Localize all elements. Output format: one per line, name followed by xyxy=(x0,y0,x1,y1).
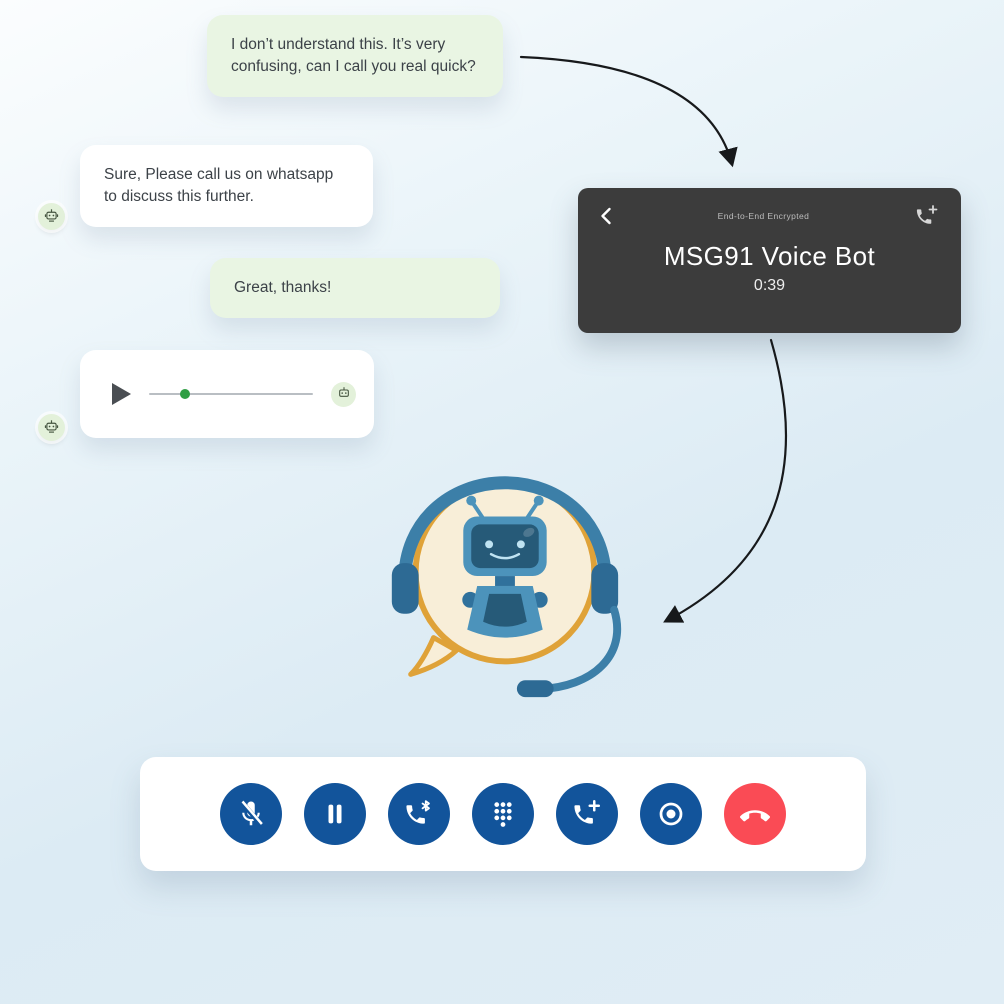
bot-avatar xyxy=(38,203,65,230)
dialpad-icon xyxy=(494,802,512,827)
dialpad-button[interactable] xyxy=(472,783,534,845)
chat-bubble-incoming: Sure, Please call us on whatsapp to disc… xyxy=(80,145,373,227)
audio-progress-dot[interactable] xyxy=(180,389,191,399)
add-call-button[interactable] xyxy=(556,783,618,845)
phone-add-icon xyxy=(574,799,600,824)
call-timer: 0:39 xyxy=(753,277,786,294)
bluetooth-audio-button[interactable] xyxy=(388,783,450,845)
voice-bot-illustration xyxy=(391,476,622,698)
arrow-to-robot xyxy=(663,338,788,623)
speech-bubble-tail xyxy=(408,635,459,677)
chat-message-text: Great, thanks! xyxy=(234,279,332,296)
pause-icon xyxy=(328,804,342,824)
robot-face-screen xyxy=(471,524,539,569)
audio-message-bubble xyxy=(80,350,374,438)
encryption-label: End-to-End Encrypted xyxy=(717,211,810,221)
robot-eye-left xyxy=(485,540,494,549)
chat-bubble-outgoing: Great, thanks! xyxy=(210,258,500,318)
chevron-left-icon xyxy=(601,207,611,225)
headphone-band xyxy=(398,476,612,587)
antenna-left xyxy=(471,502,485,520)
bot-avatar xyxy=(38,414,65,441)
robot-neck xyxy=(495,576,515,586)
mute-button[interactable] xyxy=(220,783,282,845)
headphone-cup-left xyxy=(391,563,419,614)
end-call-button[interactable] xyxy=(724,783,786,845)
record-button[interactable] xyxy=(640,783,702,845)
robot-smile xyxy=(489,552,521,560)
chat-message-text: Sure, Please call us on whatsapp to disc… xyxy=(104,166,334,205)
robot-eye-right xyxy=(516,540,525,549)
audio-progress-slider[interactable] xyxy=(149,389,313,399)
arrow-to-call-screen xyxy=(519,55,738,168)
phone-add-icon xyxy=(916,205,938,224)
record-icon xyxy=(659,802,683,826)
antenna-right xyxy=(525,502,539,520)
chat-message-text: I don’t understand this. It’s very confu… xyxy=(231,36,476,75)
chat-bubble-outgoing: I don’t understand this. It’s very confu… xyxy=(207,15,503,97)
mic-boom xyxy=(534,605,622,694)
bot-icon xyxy=(338,387,349,397)
robot-body-panel xyxy=(483,593,527,627)
call-end-icon xyxy=(740,810,770,822)
call-title: MSG91 Voice Bot xyxy=(663,241,876,271)
bot-avatar xyxy=(331,381,356,407)
call-screen-topbar: End-to-End Encrypted xyxy=(578,204,961,228)
pause-button[interactable] xyxy=(304,783,366,845)
mic-off-icon xyxy=(239,800,263,827)
add-call-button[interactable] xyxy=(915,204,939,228)
bot-icon xyxy=(44,420,59,433)
phone-bluetooth-icon xyxy=(406,800,430,824)
mic-capsule xyxy=(516,680,554,698)
bot-icon xyxy=(44,209,59,222)
call-screen-card: End-to-End Encrypted MSG91 Voice Bot 0:3… xyxy=(578,188,961,333)
back-button[interactable] xyxy=(600,207,612,225)
call-controls-bar xyxy=(140,757,866,871)
play-button[interactable] xyxy=(112,383,131,405)
headphone-cup-right xyxy=(591,563,619,614)
